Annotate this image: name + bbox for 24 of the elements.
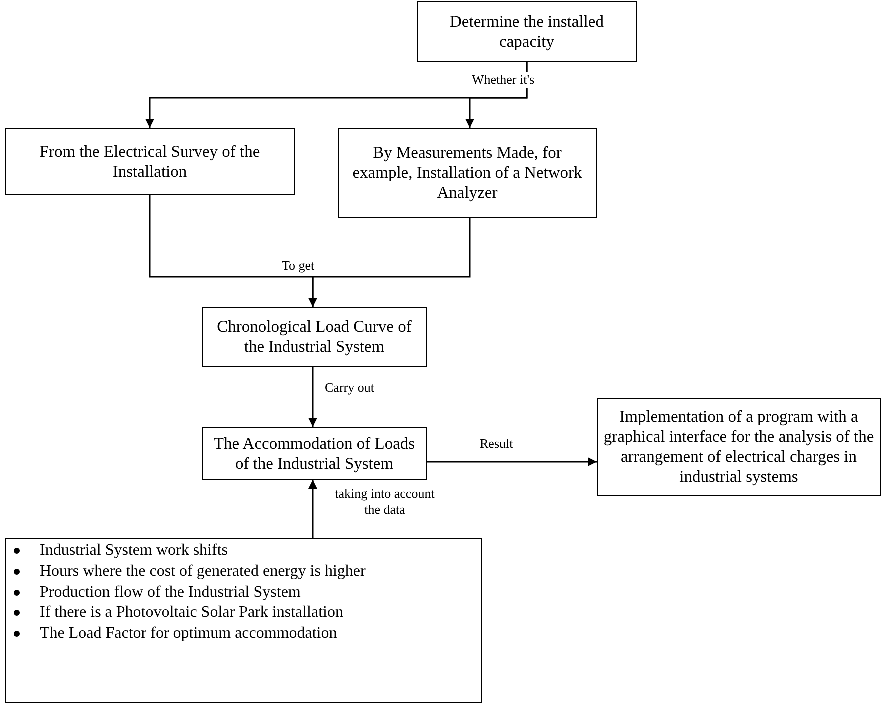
process-box: [597, 398, 881, 496]
edge-label: Whether it's: [472, 72, 535, 88]
box-text: By Measurements Made, for example, Installation of a Network Analyzer: [352, 143, 584, 203]
list-box: [5, 538, 482, 703]
process-box: [202, 427, 427, 480]
process-box: [5, 128, 295, 195]
arrow: [308, 367, 318, 427]
box-text: Determine the installed capacity: [449, 12, 605, 52]
box-text: Implementation of a program with a graphical interface for the analysis of the arrangement of electrical charges in industrial systems: [602, 407, 876, 487]
bullet-text: Industrial System work shifts: [40, 542, 228, 559]
box-text: Chronological Load Curve of the Industrial System: [216, 317, 413, 357]
bullet-text: The Load Factor for optimum accommodation: [40, 625, 338, 642]
process-box: [338, 128, 597, 218]
bullet-text: If there is a Photovoltaic Solar Park installation: [40, 604, 344, 622]
arrow: [308, 218, 471, 307]
box-text: The Accommodation of Loads of the Industrial System: [212, 434, 416, 474]
process-box: [417, 1, 637, 62]
arrow: [427, 458, 597, 466]
arrow: [308, 480, 318, 538]
edge-label: Carry out: [325, 380, 374, 396]
bullet-text: Hours where the cost of generated energy is higher: [40, 562, 366, 580]
box-text: From the Electrical Survey of the Installation: [38, 142, 262, 182]
bullet-text: Production flow of the Industrial System: [40, 584, 301, 601]
process-box: [202, 307, 427, 367]
